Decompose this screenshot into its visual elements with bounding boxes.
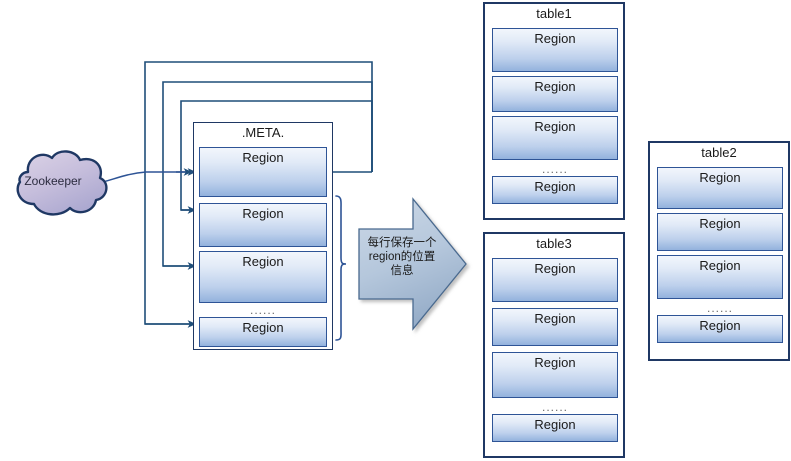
meta-table-title: .META.: [241, 125, 285, 140]
meta-region-2[interactable]: Region: [199, 203, 327, 247]
table1-region-3[interactable]: Region: [492, 116, 618, 160]
meta-region-brace-icon: [335, 195, 347, 341]
table-box-table1: table1 Region Region Region ...... Regio…: [483, 2, 625, 220]
table-box-table2: table2 Region Region Region ...... Regio…: [648, 141, 790, 361]
table2-ellipsis: ......: [706, 301, 733, 315]
table-box-table3: table3 Region Region Region ...... Regio…: [483, 232, 625, 458]
meta-table-box: .META. Region Region Region ...... Regio…: [193, 122, 333, 350]
meta-region-1[interactable]: Region: [199, 147, 327, 197]
table3-region-4[interactable]: Region: [492, 414, 618, 442]
table1-region-1[interactable]: Region: [492, 28, 618, 72]
zookeeper-cloud: [16, 150, 108, 216]
meta-ellipsis: ......: [249, 303, 276, 317]
table2-region-1[interactable]: Region: [657, 167, 783, 209]
table1-title: table1: [536, 6, 572, 21]
meta-region-4[interactable]: Region: [199, 317, 327, 347]
table1-region-4[interactable]: Region: [492, 176, 618, 204]
table1-ellipsis: ......: [541, 162, 568, 176]
table3-title: table3: [536, 236, 572, 251]
table3-region-3[interactable]: Region: [492, 352, 618, 398]
table2-region-2[interactable]: Region: [657, 213, 783, 251]
table2-region-4[interactable]: Region: [657, 315, 783, 343]
table1-region-2[interactable]: Region: [492, 76, 618, 112]
table3-region-2[interactable]: Region: [492, 308, 618, 346]
table2-title: table2: [701, 145, 737, 160]
meta-region-3[interactable]: Region: [199, 251, 327, 303]
table2-region-3[interactable]: Region: [657, 255, 783, 299]
table3-ellipsis: ......: [541, 400, 568, 414]
callout-arrow-shape: [358, 197, 467, 331]
table3-region-1[interactable]: Region: [492, 258, 618, 302]
